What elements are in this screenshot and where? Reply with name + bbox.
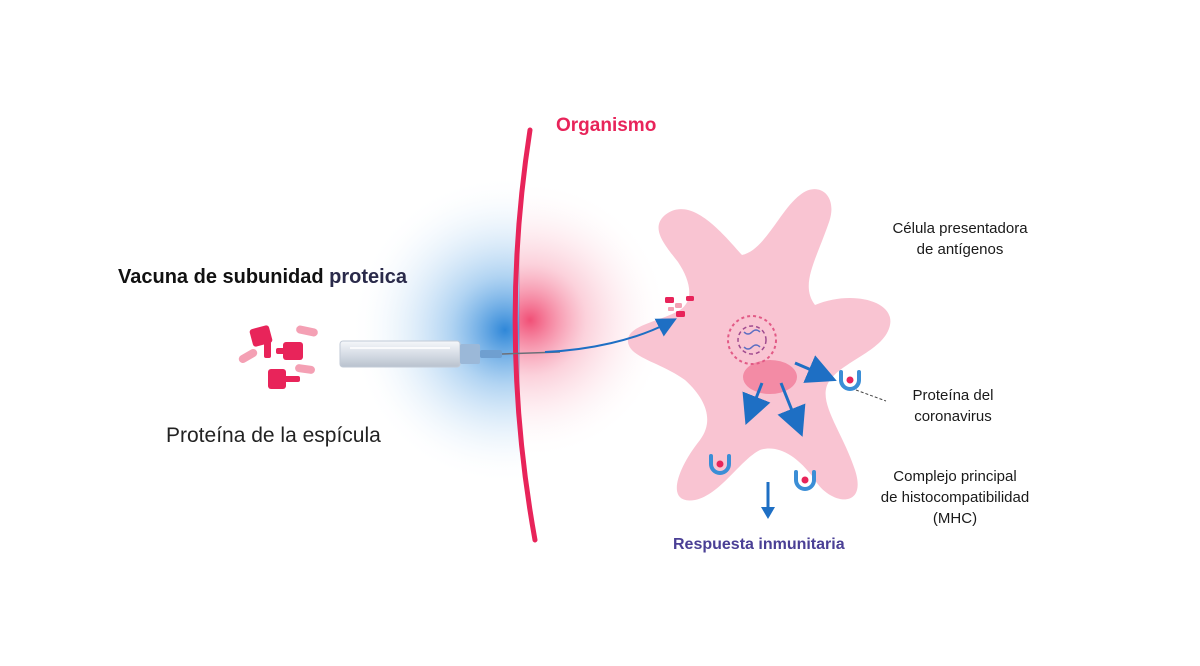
syringe-icon (339, 340, 561, 368)
virus-particle-icon (727, 315, 777, 365)
apc-label-line2: de antígenos (916, 241, 1004, 258)
antigen-presenting-cell (627, 189, 891, 501)
mhc-label: Complejo principal de histocompatibilida… (850, 466, 1060, 529)
transport-arrows (544, 318, 837, 437)
spike-fragment-icon (665, 296, 694, 317)
mhc-label-line3: (MHC) (932, 510, 978, 527)
organism-membrane (512, 127, 538, 543)
cell-nucleus (743, 360, 797, 394)
spike-protein-icon (238, 325, 318, 389)
viral-protein-label-line2: coronavirus (914, 408, 992, 425)
mhc-receptor-icon (709, 370, 861, 491)
down-arrow-icon (761, 482, 775, 519)
viral-protein-label-line1: Proteína del (912, 387, 994, 404)
apc-label: Célula presentadora de antígenos (850, 218, 1070, 260)
title-main: Vacuna de subunidad (118, 266, 324, 288)
organism-label: Organismo (556, 115, 657, 136)
injection-glow (345, 170, 680, 490)
protein-leader-line (855, 389, 887, 402)
viral-protein-label: Proteína del coronavirus (888, 385, 1018, 427)
immune-response-label: Respuesta inmunitaria (673, 536, 845, 553)
title-accent: proteica (329, 266, 407, 288)
apc-label-line1: Célula presentadora (892, 220, 1028, 237)
mhc-label-line2: de histocompatibilidad (880, 489, 1030, 506)
vaccine-title: Vacuna de subunidad proteica (118, 266, 407, 289)
spike-protein-label: Proteína de la espícula (166, 424, 381, 447)
mhc-label-line1: Complejo principal (893, 468, 1017, 485)
